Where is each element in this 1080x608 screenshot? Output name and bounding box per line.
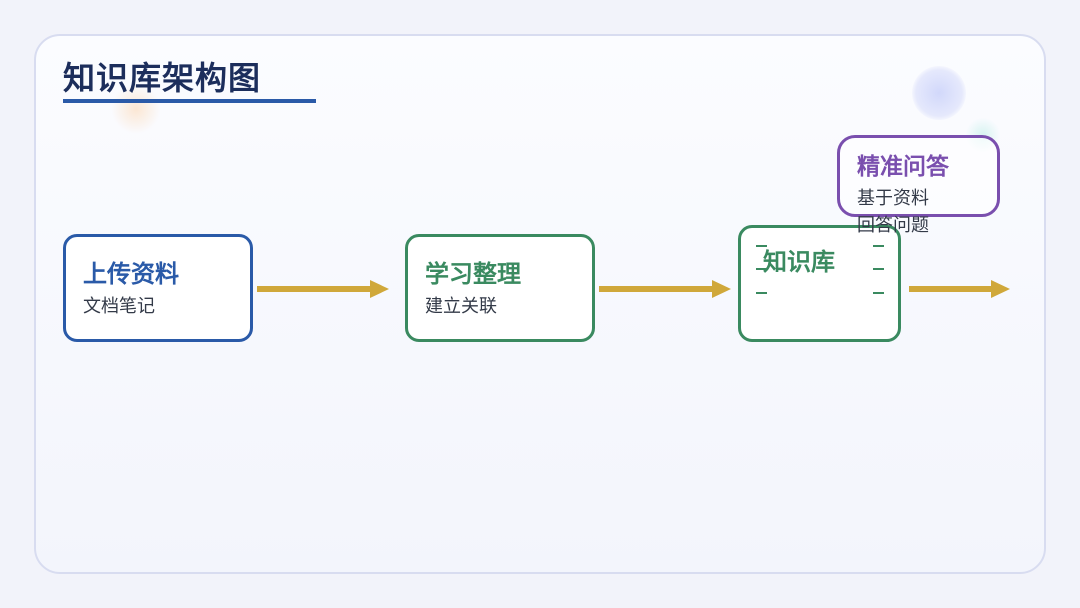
node-subtitle: 建立关联 xyxy=(425,296,497,317)
dash-mark xyxy=(756,292,767,294)
dash-mark xyxy=(756,245,767,247)
page-title: 知识库架构图 xyxy=(63,59,262,97)
node-title: 知识库 xyxy=(763,248,835,276)
title-underline xyxy=(63,99,316,103)
node-upload-materials: 上传资料 文档笔记 xyxy=(63,234,253,342)
node-knowledge-base: 知识库 xyxy=(738,225,901,342)
node-title: 上传资料 xyxy=(83,260,179,288)
node-subtitle-line2: 回答问题 xyxy=(857,215,929,236)
node-title: 学习整理 xyxy=(425,260,521,288)
dash-mark xyxy=(873,292,884,294)
node-subtitle: 文档笔记 xyxy=(83,296,155,317)
dash-mark xyxy=(873,245,884,247)
dash-mark xyxy=(756,268,767,270)
node-subtitle-line1: 基于资料 xyxy=(857,188,929,209)
node-precise-qa: 精准问答 基于资料 回答问题 xyxy=(837,135,1000,236)
decorative-circle-blue xyxy=(912,66,966,120)
dash-mark xyxy=(873,268,884,270)
node-title: 精准问答 xyxy=(857,154,949,180)
node-learn-organize: 学习整理 建立关联 xyxy=(405,234,595,342)
